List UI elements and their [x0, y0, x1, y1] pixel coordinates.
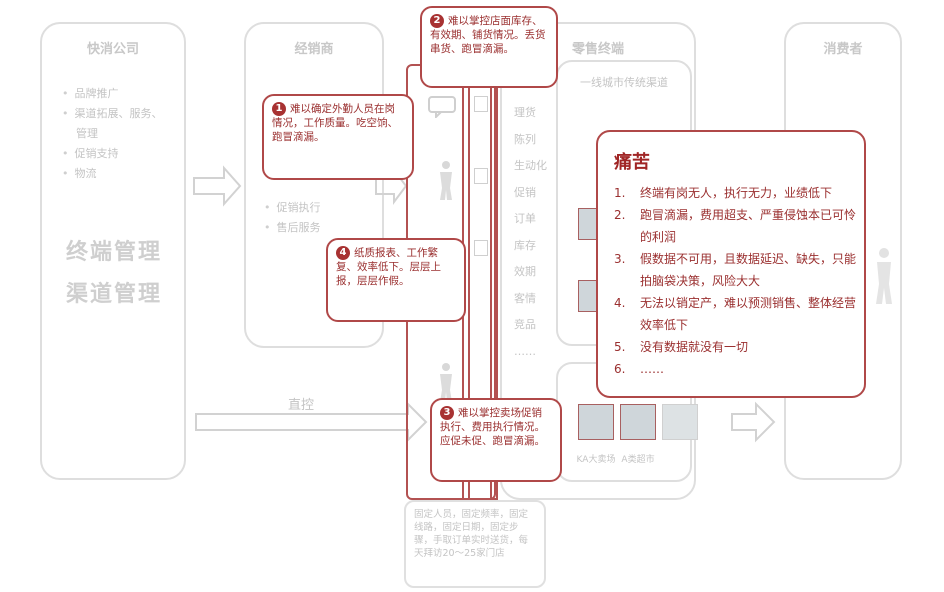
arrow-retail-to-consumer — [731, 401, 776, 443]
pain-item: 3.假数据不可用，且数据延迟、缺失，只能拍脑袋决策，风险大大 — [614, 252, 857, 288]
thumb-label-a: A类超市 — [621, 455, 655, 465]
column-consumer-title: 消费者 — [823, 42, 863, 57]
callout-1-number: 1 — [272, 102, 286, 116]
retail-task: 订单 — [514, 212, 536, 225]
retail-task: 库存 — [514, 238, 536, 252]
pain-item: 5.没有数据就没有一切 — [614, 340, 749, 354]
thumb-label-ka: KA大卖场 — [576, 455, 616, 465]
fmcg-item: 渠道拓展、服务、 — [62, 104, 182, 124]
pain-item: 4.无法以销定产，难以预测销售、整体经营效率低下 — [614, 296, 857, 332]
column-dealer-title: 经销商 — [294, 42, 334, 57]
fmcg-item: 物流 — [62, 164, 182, 184]
pain-panel: 痛苦 1.终端有岗无人，执行无力，业绩低下 2.跑冒滴漏，费用超支、严重侵蚀本已… — [596, 130, 866, 398]
callout-2-number: 2 — [430, 14, 444, 28]
pain-item: 6.…… — [614, 362, 664, 376]
fmcg-big-terminal: 终端管理 — [66, 240, 163, 265]
arrow-fmcg-to-dealer — [193, 165, 242, 207]
retail-channel-title: 一线城市传统渠道 — [580, 76, 668, 89]
column-retail-title: 零售终端 — [571, 42, 624, 57]
store-thumbnail — [578, 208, 598, 240]
retail-task: 竞品 — [514, 318, 536, 331]
store-thumbnail-a — [620, 404, 656, 440]
store-thumbnail — [662, 404, 698, 440]
fmcg-item: 品牌推广 — [62, 84, 182, 104]
fmcg-big-channel: 渠道管理 — [66, 282, 163, 307]
store-thumbnail — [578, 280, 598, 312]
dealer-item: 促销执行 — [264, 198, 374, 218]
callout-4-number: 4 — [336, 246, 350, 260]
document-icon — [474, 96, 488, 112]
consumer-figure-icon — [876, 248, 892, 304]
column-fmcg-title: 快消公司 — [86, 42, 139, 57]
callout-3-text: 难以掌控卖场促销执行、费用执行情况。应促未促、跑冒滴漏。 — [440, 407, 545, 447]
doc-icons — [474, 96, 488, 312]
bottom-note-box: 固定人员，固定频率，固定线路，固定日期，固定步骤，手取订单实时送货，每天拜访20… — [404, 500, 546, 588]
bottom-note: 固定人员，固定频率，固定线路，固定日期，固定步骤，手取订单实时送货，每天拜访20… — [414, 509, 529, 559]
salesperson-figure-icon — [440, 161, 452, 200]
fmcg-items: 品牌推广 渠道拓展、服务、 管理 促销支持 物流 — [62, 84, 182, 184]
retail-task: 陈列 — [514, 132, 536, 146]
dealer-item: 售后服务 — [264, 218, 374, 238]
arrow-direct-control — [195, 401, 428, 443]
retail-task: 生动化 — [514, 159, 547, 172]
retail-task: 理货 — [514, 106, 536, 119]
retail-task: 促销 — [514, 185, 536, 199]
callout-3-number: 3 — [440, 406, 454, 420]
store-thumbnail-ka — [578, 404, 614, 440]
pain-list: 1.终端有岗无人，执行无力，业绩低下 2.跑冒滴漏，费用超支、严重侵蚀本已可怜的… — [614, 182, 858, 380]
document-icon — [474, 240, 488, 256]
pain-item: 2.跑冒滴漏，费用超支、严重侵蚀本已可怜的利润 — [614, 208, 857, 244]
fmcg-item: 管理 — [76, 127, 98, 140]
retail-task: 效期 — [514, 265, 536, 278]
callout-2-text: 难以掌控店面库存、有效期、铺货情况。丢货串货、跑冒滴漏。 — [430, 15, 546, 55]
dealer-items: 促销执行 售后服务 — [264, 198, 374, 238]
retail-task: …… — [514, 344, 536, 358]
document-icon — [474, 168, 488, 184]
direct-control-label: 直控 — [288, 398, 315, 413]
column-fmcg: 快消公司 品牌推广 渠道拓展、服务、 管理 促销支持 物流 终端管理 渠道管理 — [40, 22, 186, 480]
salesperson-figure-icon — [440, 363, 452, 402]
fmcg-item: 促销支持 — [62, 144, 182, 164]
retail-task-list: 理货 陈列 生动化 促销 订单 库存 效期 客情 竞品 …… — [514, 100, 558, 365]
callout-4-text: 纸质报表、工作繁复、效率低下。层层上报，层层作假。 — [336, 247, 441, 287]
pain-item: 1.终端有岗无人，执行无力，业绩低下 — [614, 186, 833, 200]
chat-bubble-icon — [428, 96, 456, 118]
retail-task: 客情 — [514, 291, 536, 305]
pain-title: 痛苦 — [614, 152, 650, 173]
callout-1-text: 难以确定外勤人员在岗情况，工作质量。吃空饷、跑冒滴漏。 — [272, 103, 398, 143]
